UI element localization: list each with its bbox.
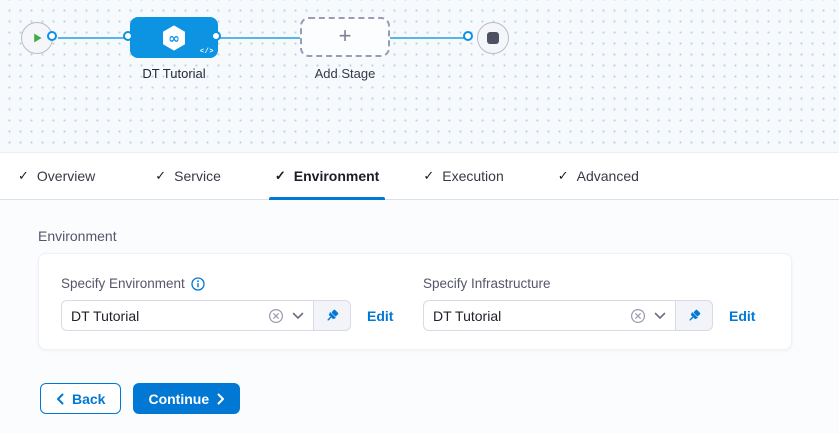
edit-infrastructure-link[interactable]: Edit — [729, 307, 756, 324]
stage-node-dt-tutorial[interactable]: ∞ </> — [130, 17, 218, 58]
pipeline-canvas[interactable]: ∞ </> + DT Tutorial Add Stage — [0, 0, 839, 152]
continue-button[interactable]: Continue — [133, 383, 241, 414]
stop-icon — [487, 32, 499, 44]
section-heading: Environment — [38, 228, 117, 244]
tab-label: Overview — [36, 168, 96, 184]
back-button-label: Back — [72, 390, 106, 407]
plus-icon: + — [338, 23, 352, 48]
code-view-icon[interactable]: </> — [199, 48, 214, 56]
infrastructure-select[interactable] — [423, 300, 676, 331]
stage-node-label: DT Tutorial — [142, 66, 206, 81]
pin-icon — [324, 308, 340, 324]
clear-icon[interactable] — [630, 308, 646, 324]
connector-dot — [211, 31, 221, 41]
play-icon — [31, 32, 43, 44]
check-icon: ✓ — [423, 168, 435, 183]
infrastructure-select-input[interactable] — [433, 307, 622, 324]
svg-text:∞: ∞ — [168, 30, 180, 46]
check-icon: ✓ — [274, 168, 286, 183]
check-icon: ✓ — [155, 168, 167, 183]
clear-icon[interactable] — [268, 308, 284, 324]
wizard-footer: Back Continue — [40, 383, 241, 414]
tab-service[interactable]: ✓ Service — [149, 153, 227, 199]
pipeline-end-node[interactable] — [477, 22, 509, 54]
connector-dot — [463, 31, 473, 41]
environment-card: Specify Environment — [38, 253, 792, 350]
edge-line — [217, 37, 302, 39]
edit-environment-link[interactable]: Edit — [367, 307, 394, 324]
tab-overview[interactable]: ✓ Overview — [12, 153, 101, 199]
pin-icon — [686, 308, 702, 324]
edge-line — [58, 37, 132, 39]
environment-panel: Environment Specify Environment — [0, 200, 839, 433]
back-button[interactable]: Back — [40, 383, 122, 414]
tab-advanced[interactable]: ✓ Advanced — [552, 153, 645, 199]
harness-cd-stage-icon: ∞ — [160, 24, 188, 52]
info-icon[interactable] — [191, 276, 205, 291]
add-stage-button[interactable]: + — [300, 17, 390, 57]
field-label: Specify Infrastructure — [423, 276, 551, 291]
edge-line — [389, 37, 468, 39]
active-tab-underline — [268, 197, 386, 200]
tab-label: Service — [174, 168, 221, 184]
chevron-down-icon[interactable] — [292, 312, 304, 320]
continue-button-label: Continue — [148, 390, 210, 407]
chevron-right-icon — [217, 393, 225, 405]
check-icon: ✓ — [557, 168, 569, 183]
connector-dot — [123, 31, 133, 41]
environment-select-input[interactable] — [71, 307, 260, 324]
tab-environment[interactable]: ✓ Environment — [268, 153, 386, 200]
tab-label: Execution — [442, 168, 504, 184]
stage-tabs: ✓ Overview ✓ Service ✓ Environment ✓ Exe… — [0, 152, 839, 200]
check-icon: ✓ — [18, 168, 29, 183]
field-specify-environment: Specify Environment — [61, 276, 393, 331]
pin-button[interactable] — [313, 300, 351, 331]
field-specify-infrastructure: Specify Infrastructure — [423, 276, 755, 331]
tab-execution[interactable]: ✓ Execution — [417, 153, 509, 199]
chevron-left-icon — [56, 393, 64, 405]
tab-label: Advanced — [576, 168, 639, 184]
add-stage-label: Add Stage — [314, 66, 376, 81]
pin-button[interactable] — [675, 300, 713, 331]
chevron-down-icon[interactable] — [654, 312, 666, 320]
environment-select[interactable] — [61, 300, 314, 331]
connector-dot — [47, 31, 57, 41]
tab-label: Environment — [293, 168, 380, 184]
field-label: Specify Environment — [61, 276, 185, 291]
